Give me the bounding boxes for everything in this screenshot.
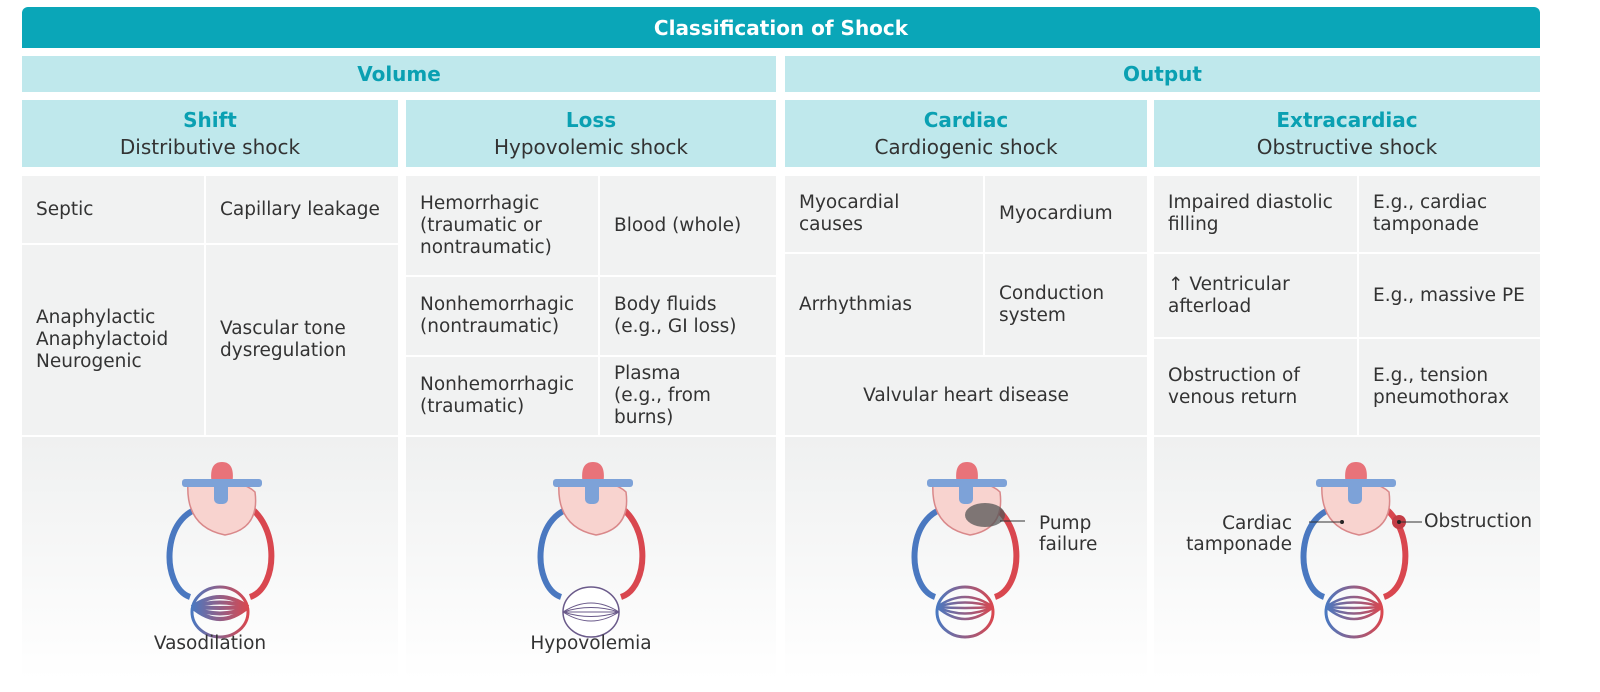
table-cell: E.g., cardiac tamponade xyxy=(1359,176,1540,252)
table-cell: Myocardial causes xyxy=(785,176,983,252)
table-title: Classification of Shock xyxy=(22,7,1540,48)
circulation-diagram-icon xyxy=(785,437,1147,680)
table-cell: Blood (whole) xyxy=(600,176,776,275)
table-cell: Nonhemorrhagic (nontraumatic) xyxy=(406,277,598,355)
circulation-diagram-icon xyxy=(1154,437,1540,680)
table-cell: Nonhemorrhagic (traumatic) xyxy=(406,357,598,435)
category-name: Extracardiac xyxy=(1276,107,1418,132)
category-subtitle: Distributive shock xyxy=(119,134,301,159)
illustration-cardiac: Pump failure xyxy=(785,437,1147,680)
circulation-diagram-icon xyxy=(406,437,776,680)
table-cell: Conduction system xyxy=(985,254,1147,355)
table-cell: E.g., tension pneumothorax xyxy=(1359,339,1540,435)
table-cell: Valvular heart disease xyxy=(785,357,1147,435)
table-cell: Impaired diastolic filling xyxy=(1154,176,1357,252)
illustration-caption: Vasodilation xyxy=(153,633,267,654)
table-cell: Plasma (e.g., from burns) xyxy=(600,357,776,435)
illustration-shift: Vasodilation xyxy=(22,437,398,680)
illustration-extracardiac: Cardiac tamponade Obstruction xyxy=(1154,437,1540,680)
table-cell: Myocardium xyxy=(985,176,1147,252)
category-subtitle: Obstructive shock xyxy=(1256,134,1438,159)
illustration-loss: Hypovolemia xyxy=(406,437,776,680)
table-cell: Vascular tone dysregulation xyxy=(206,245,398,435)
table-cell: E.g., massive PE xyxy=(1359,254,1540,337)
table-cell: Septic xyxy=(22,176,204,243)
table-cell: ↑ Ventricular afterload xyxy=(1154,254,1357,337)
group-output: Output xyxy=(785,56,1540,92)
table-cell: Obstruction of venous return xyxy=(1154,339,1357,435)
label-pump-failure: Pump failure xyxy=(1039,513,1098,555)
category-name: Cardiac xyxy=(923,107,1009,132)
table-cell: Hemorrhagic (traumatic or nontraumatic) xyxy=(406,176,598,275)
label-obstruction: Obstruction xyxy=(1424,511,1533,532)
illustration-caption: Hypovolemia xyxy=(530,633,652,654)
category-name: Shift xyxy=(183,107,237,132)
table-cell: Capillary leakage xyxy=(206,176,398,243)
category-subtitle: Hypovolemic shock xyxy=(493,134,689,159)
label-cardiac-tamponade: Cardiac tamponade xyxy=(1186,513,1292,555)
category-subtitle: Cardiogenic shock xyxy=(874,134,1058,159)
table-cell: Anaphylactic Anaphylactoid Neurogenic xyxy=(22,245,204,435)
group-volume: Volume xyxy=(22,56,776,92)
category-name: Loss xyxy=(565,107,617,132)
circulation-diagram-icon xyxy=(22,437,398,680)
table-cell: Body fluids (e.g., GI loss) xyxy=(600,277,776,355)
table-cell: Arrhythmias xyxy=(785,254,983,355)
